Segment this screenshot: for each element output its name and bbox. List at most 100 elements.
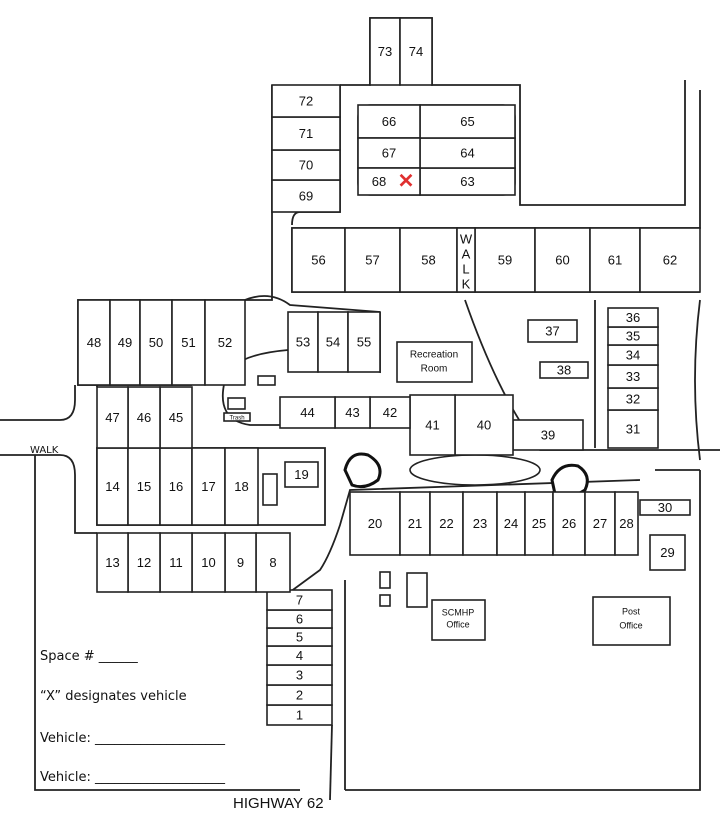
lot-number: 44 [300,405,314,420]
lot-67[interactable]: 67 [357,137,421,169]
lot-65[interactable]: 65 [419,104,516,139]
lot-24[interactable]: 24 [496,491,526,556]
lot-32[interactable]: 32 [607,387,659,411]
lot-number: 21 [408,516,422,531]
lot-outline [584,491,616,556]
lot-number: 58 [421,252,435,267]
lot-14[interactable]: 14 [96,447,129,526]
lot-number: 55 [357,334,371,349]
lot-outline [284,461,319,488]
lot-outline [317,311,349,373]
lot-7[interactable]: 7 [266,589,333,611]
lot-66[interactable]: 66 [357,104,421,139]
svg-text:Recreation: Recreation [410,350,458,361]
lot-64[interactable]: 64 [419,137,516,169]
lot-42[interactable]: 42 [369,396,411,429]
lot-61[interactable]: 61 [589,227,641,293]
lot-35[interactable]: 35 [607,326,659,346]
lot-6[interactable]: 6 [266,609,333,629]
lot-33[interactable]: 33 [607,364,659,389]
lot-63[interactable]: 63 [419,167,516,196]
lot-50[interactable]: 50 [139,299,173,386]
lot-25[interactable]: 25 [524,491,554,556]
lot-38[interactable]: 38 [539,361,589,379]
lot-59[interactable]: 59 [474,227,536,293]
lot-number: 30 [658,500,672,515]
lot-outline [271,149,341,181]
lot-15[interactable]: 15 [127,447,161,526]
lot-1[interactable]: 1 [266,704,333,726]
lot-47[interactable]: 47 [96,386,129,449]
lot-13[interactable]: 13 [96,532,129,593]
lot-19[interactable]: 19 [284,461,319,488]
lot-outline [191,447,226,526]
lot-46[interactable]: 46 [127,386,161,449]
lot-3[interactable]: 3 [266,664,333,686]
lot-44[interactable]: 44 [279,396,336,429]
lot-53[interactable]: 53 [287,311,319,373]
lot-45[interactable]: 45 [159,386,193,449]
lot-58[interactable]: 58 [399,227,458,293]
lot-26[interactable]: 26 [552,491,586,556]
lot-39[interactable]: 39 [512,419,584,451]
lot-28[interactable]: 28 [614,491,639,556]
lot-31[interactable]: 31 [607,409,659,449]
lot-22[interactable]: 22 [429,491,464,556]
lot-73[interactable]: 73 [369,17,401,86]
lot-48[interactable]: 48 [77,299,111,386]
lot-56[interactable]: 56 [291,227,346,293]
lot-34[interactable]: 34 [607,344,659,366]
lot-69[interactable]: 69 [271,179,341,213]
lot-outline [539,361,589,379]
lot-55[interactable]: 55 [347,311,381,373]
lot-21[interactable]: 21 [399,491,431,556]
lot-70[interactable]: 70 [271,149,341,181]
lot-43[interactable]: 43 [334,396,371,429]
lot-11[interactable]: 11 [159,532,193,593]
lot-40[interactable]: 40 [454,394,514,456]
lot-10[interactable]: 10 [191,532,226,593]
lot-9[interactable]: 9 [224,532,257,593]
pond-left [343,452,382,489]
lot-23[interactable]: 23 [462,491,498,556]
lot-36[interactable]: 36 [607,307,659,328]
lot-16[interactable]: 16 [159,447,193,526]
walk-label-left: WALK [30,445,59,456]
lot-number: 36 [626,310,640,325]
lot-number: 14 [105,479,119,494]
lot-18[interactable]: 18 [224,447,259,526]
lot-52[interactable]: 52 [204,299,246,386]
lot-20[interactable]: 20 [349,491,401,556]
lot-41[interactable]: 41 [409,394,456,456]
lot-outline [399,227,458,293]
lot-number: 39 [541,427,555,442]
lot-60[interactable]: 60 [534,227,591,293]
lot-51[interactable]: 51 [171,299,206,386]
lot-number: 56 [311,252,325,267]
lot-72[interactable]: 72 [271,84,341,118]
lot-number: 33 [626,369,640,384]
lot-number: 51 [181,335,195,350]
lot-54[interactable]: 54 [317,311,349,373]
lot-49[interactable]: 49 [109,299,141,386]
lot-17[interactable]: 17 [191,447,226,526]
lot-29[interactable]: 29 [649,534,686,571]
lot-30[interactable]: 30 [639,499,691,516]
lot-8[interactable]: 8 [255,532,291,593]
lot-outline [159,386,193,449]
lot-27[interactable]: 27 [584,491,616,556]
lot-outline [419,137,516,169]
lot-2[interactable]: 2 [266,684,333,706]
lot-71[interactable]: 71 [271,116,341,151]
lot-68[interactable]: 68 [357,167,421,196]
lot-12[interactable]: 12 [127,532,161,593]
lot-74[interactable]: 74 [399,17,433,86]
lot-57[interactable]: 57 [344,227,401,293]
lot-number: 7 [296,592,303,607]
lot-37[interactable]: 37 [527,319,578,343]
lot-number: 3 [296,667,303,682]
lot-4[interactable]: 4 [266,645,333,666]
lot-5[interactable]: 5 [266,627,333,647]
lot-62[interactable]: 62 [639,227,701,293]
center-island [409,454,541,486]
